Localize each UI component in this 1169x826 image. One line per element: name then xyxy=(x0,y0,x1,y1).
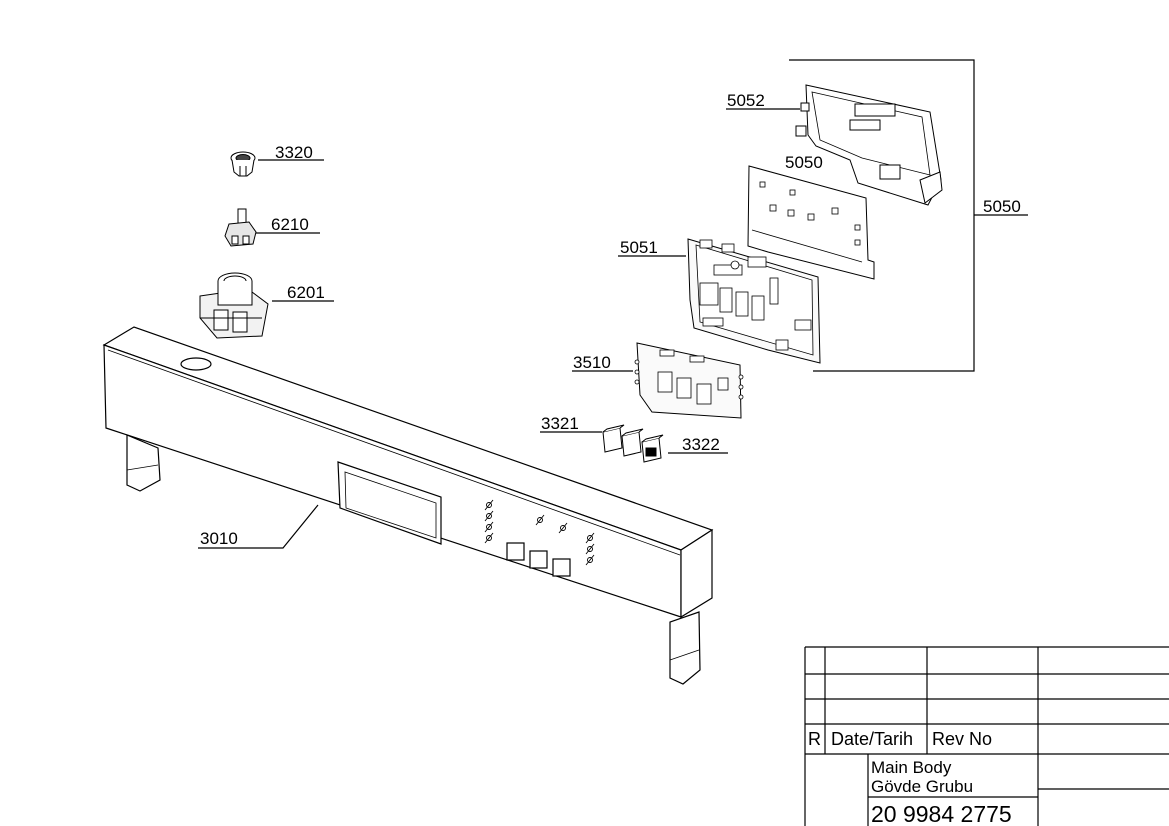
callout-3510: 3510 xyxy=(573,353,611,372)
callout-6201: 6201 xyxy=(287,283,325,302)
part-5052-housing xyxy=(795,84,943,206)
callout-3321: 3321 xyxy=(541,414,579,433)
part-3510-board xyxy=(634,342,744,419)
part-6210-switch xyxy=(224,208,257,247)
title-block xyxy=(804,646,1169,826)
part-6201-lock xyxy=(199,272,269,339)
part-5051-frame xyxy=(687,238,821,364)
title-english: Main Body xyxy=(871,758,952,777)
callout-5051: 5051 xyxy=(620,238,658,257)
callout-6210: 6210 xyxy=(271,215,309,234)
callout-3320: 3320 xyxy=(275,143,313,162)
part-3320-button-cap xyxy=(230,151,256,177)
callout-5050-board: 5050 xyxy=(785,153,823,172)
rev-no-label: Rev No xyxy=(932,729,992,749)
callout-3322: 3322 xyxy=(682,435,720,454)
callout-5050-group: 5050 xyxy=(983,197,1021,216)
title-turkish: Gövde Grubu xyxy=(871,777,973,796)
callout-5052: 5052 xyxy=(727,91,765,110)
callout-3010: 3010 xyxy=(200,529,238,548)
leader-lines xyxy=(198,59,1028,549)
front-panel-3010 xyxy=(102,326,714,685)
date-label: Date/Tarih xyxy=(831,729,913,749)
part-number: 20 9984 2775 xyxy=(871,801,1012,826)
part-3321-3322-keys xyxy=(602,424,664,463)
callout-labels: 3320 6210 6201 3010 5052 5050 5050 5051 … xyxy=(200,91,1021,548)
title-block-text: R Date/Tarih Rev No Main Body Gövde Grub… xyxy=(808,729,1012,826)
part-5050-board xyxy=(747,165,875,280)
revision-r-label: R xyxy=(808,729,821,749)
